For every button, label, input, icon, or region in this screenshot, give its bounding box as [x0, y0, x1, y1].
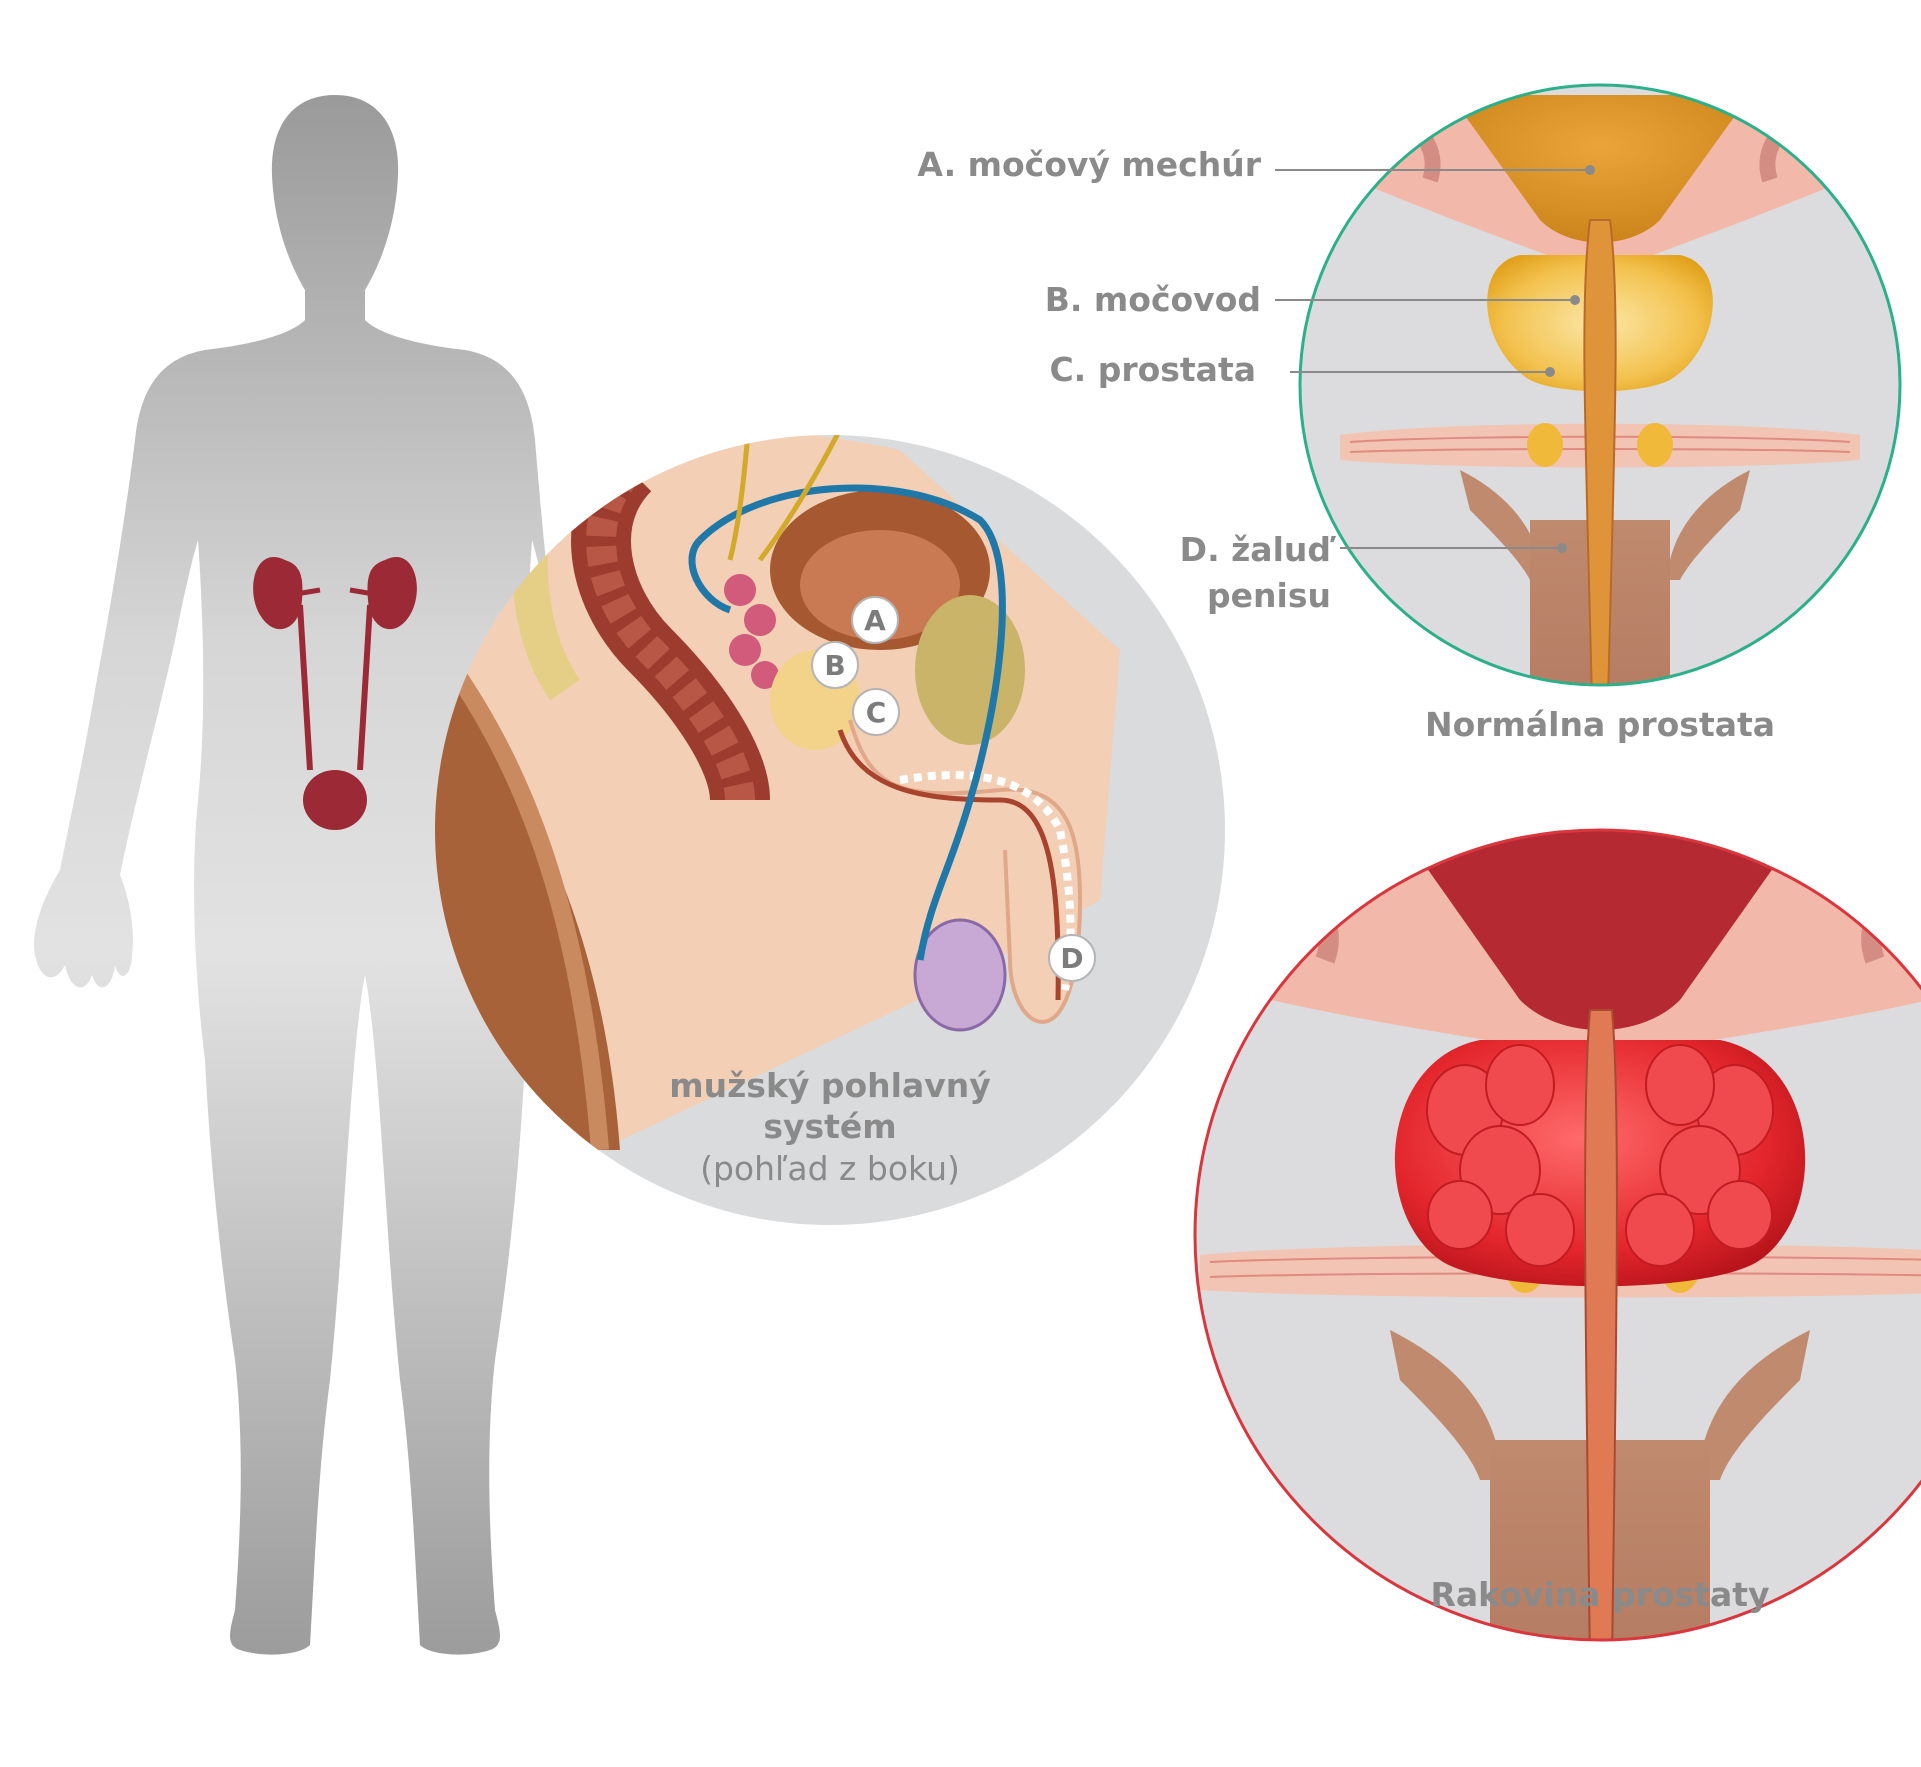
caption-normal-prostate: Normálna prostata	[1424, 705, 1776, 744]
normal-ring	[1298, 83, 1902, 687]
normal-prostate-circle	[1275, 83, 1902, 687]
svg-text:D: D	[1060, 942, 1083, 975]
side-title-line2: systém	[763, 1107, 897, 1147]
tumor-lobules	[1426, 1044, 1774, 1267]
marker-c: C	[852, 688, 900, 736]
urinary-system	[253, 557, 417, 830]
side-title-line1: mužský pohlavný	[669, 1066, 991, 1105]
label-glans-line1: D. žaluď	[1179, 530, 1331, 569]
human-silhouette	[34, 95, 556, 1655]
label-urethra: B. močovod	[1044, 280, 1261, 319]
side-view-caption: mužský pohlavný systém (pohľad z boku)	[620, 1065, 1040, 1189]
svg-text:C: C	[866, 696, 887, 729]
side-view-circle: A B C D	[435, 435, 1225, 1225]
svg-text:B: B	[824, 649, 845, 682]
svg-text:A: A	[864, 604, 886, 637]
marker-d: D	[1048, 934, 1096, 982]
marker-b: B	[811, 641, 859, 689]
label-glans-line2: penisu	[1207, 576, 1331, 615]
marker-a: A	[851, 596, 899, 644]
leader-lines	[1275, 165, 1595, 553]
cancer-prostate-circle	[1193, 828, 1921, 1642]
cancer-ring	[1193, 828, 1921, 1642]
label-bladder: A. močový mechúr	[917, 145, 1261, 184]
caption-prostate-cancer: Rakovina prostaty	[1430, 1575, 1770, 1614]
side-subtitle: (pohľad z boku)	[700, 1148, 960, 1188]
label-prostate: C. prostata	[1049, 350, 1256, 389]
